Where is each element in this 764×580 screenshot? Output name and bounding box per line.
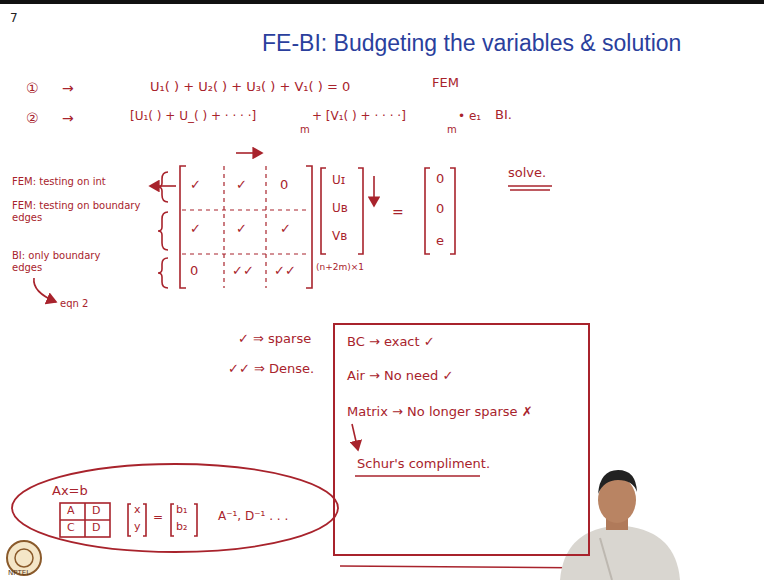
handwritten-note: FEM: testing on boundary edges xyxy=(12,200,157,223)
handwritten-note: b₁ xyxy=(176,504,187,517)
handwritten-note: = xyxy=(392,204,404,220)
handwritten-note: ✓✓ xyxy=(232,264,254,279)
handwritten-note: ✓✓ xyxy=(274,264,296,279)
handwriting-strokes xyxy=(34,153,600,568)
summary-box: BC → exact ✓ Air → No need ✓ Matrix → No l… xyxy=(333,323,590,556)
handwritten-note: e xyxy=(436,234,444,249)
handwritten-note: 0 xyxy=(436,202,444,217)
handwritten-note: • e₁ xyxy=(458,110,481,124)
presenter-figure xyxy=(560,470,680,580)
handwritten-note: D xyxy=(92,505,100,518)
handwritten-note: ✓ ⇒ sparse xyxy=(238,332,311,347)
handwritten-note: U₁( ) + U₂( ) + U₃( ) + V₁( ) = 0 xyxy=(150,80,350,95)
node-text: Matrix → No longer sparse ✗ xyxy=(347,405,533,420)
handwritten-note: A⁻¹, D⁻¹ . . . xyxy=(218,510,288,524)
handwritten-note: m xyxy=(300,124,310,136)
handwritten-note: 0 xyxy=(280,178,288,193)
handwritten-note: D xyxy=(92,522,100,535)
top-bar xyxy=(0,0,764,4)
handwritten-note: 0 xyxy=(436,172,444,187)
handwritten-note: + [V₁( ) + · · · ·] xyxy=(312,110,406,124)
oval-line xyxy=(12,464,338,552)
handwritten-note: BI: only boundary edges xyxy=(12,250,122,273)
handwritten-note: ✓ xyxy=(280,222,291,237)
node-text: Ax=b xyxy=(52,484,88,499)
handwritten-note: FEM xyxy=(432,76,459,91)
handwritten-note: [U₁( ) + U_( ) + · · · ·] xyxy=(130,110,256,124)
handwritten-note: FEM: testing on int xyxy=(12,176,106,188)
oval-outline xyxy=(10,462,340,554)
handwritten-note: ① xyxy=(26,80,39,96)
handwritten-note: ✓ xyxy=(236,222,247,237)
handwritten-note: Vʙ xyxy=(332,230,347,244)
handwritten-note: Uʙ xyxy=(332,202,348,216)
handwritten-note: C xyxy=(67,522,75,535)
handwritten-note: BI. xyxy=(495,108,512,123)
handwritten-note: ✓ xyxy=(190,222,201,237)
handwritten-note: → xyxy=(62,80,74,96)
handwritten-note: → xyxy=(62,110,74,126)
handwritten-note: ✓ xyxy=(236,178,247,193)
slide-number: 7 xyxy=(10,12,18,26)
node-text: Schur's compliment. xyxy=(357,457,490,472)
handwritten-note: ② xyxy=(26,110,39,126)
handwritten-note: m xyxy=(447,124,457,136)
handwritten-note: y xyxy=(134,521,141,534)
handwritten-note: solve. xyxy=(508,166,546,181)
handwritten-note: = xyxy=(153,511,163,525)
slide-title: FE-BI: Budgeting the variables & solutio… xyxy=(262,30,681,56)
node-text: Air → No need ✓ xyxy=(347,369,453,384)
handwritten-note: Uɪ xyxy=(332,174,345,188)
handwritten-note: x xyxy=(134,504,141,517)
node-text: BC → exact ✓ xyxy=(347,335,435,350)
handwritten-note: ✓✓ ⇒ Dense. xyxy=(228,362,314,377)
handwritten-note: ✓ xyxy=(190,178,201,193)
handwritten-note: (n+2m)×1 xyxy=(316,262,364,272)
handwritten-note: A xyxy=(67,505,75,518)
handwritten-note: 0 xyxy=(190,264,198,279)
circled-note: Ax=b xyxy=(10,462,340,554)
logo-text: NPTEL xyxy=(8,569,30,577)
handwritten-note: eqn 2 xyxy=(60,298,88,310)
handwritten-note: b₂ xyxy=(176,521,187,534)
